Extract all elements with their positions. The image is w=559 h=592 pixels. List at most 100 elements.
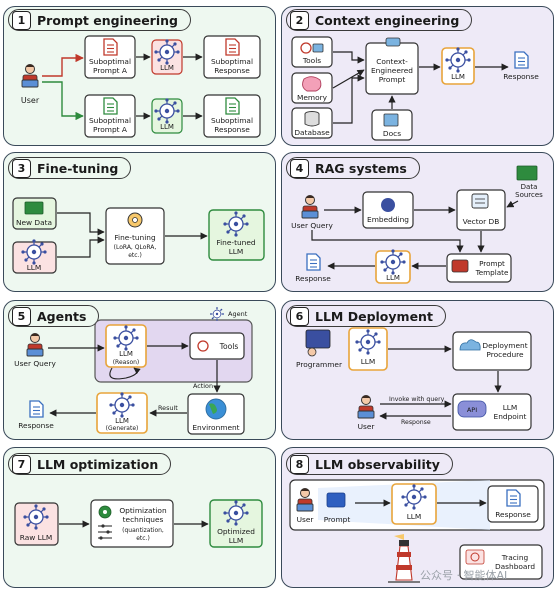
p3-finetuning-label: Fine-tuning bbox=[114, 233, 156, 242]
p4-embedding-label: Embedding bbox=[367, 215, 409, 224]
panel-number: 5 bbox=[12, 306, 31, 326]
p2-docs-label: Docs bbox=[383, 129, 401, 138]
panel-number: 4 bbox=[290, 158, 309, 178]
panel-title-text: LLM optimization bbox=[37, 456, 159, 472]
p8-user: User bbox=[296, 488, 314, 524]
p6-programmer-label: Programmer bbox=[296, 360, 343, 369]
p2-response: Response bbox=[503, 51, 539, 81]
p2-tools: Tools bbox=[291, 36, 333, 68]
p3-new-data-label: New Data bbox=[16, 218, 52, 227]
folder-icon bbox=[516, 165, 538, 181]
p5-llm-reason: LLM (Reason) bbox=[105, 324, 147, 368]
p8-prompt: Prompt bbox=[324, 492, 350, 524]
p5-reason-label: (Reason) bbox=[113, 359, 140, 366]
p2-memory-label: Memory bbox=[297, 93, 328, 102]
folder-icon bbox=[24, 201, 44, 215]
p5-response: Response bbox=[18, 400, 54, 430]
p2-arrow-memory bbox=[332, 69, 365, 89]
p8-response: Response bbox=[487, 485, 539, 523]
gear-icon bbox=[300, 42, 312, 54]
p6-user: User bbox=[357, 395, 375, 431]
p5-environment: Environment bbox=[187, 393, 245, 435]
p1-arrow-user-to-top bbox=[42, 53, 84, 77]
brain-icon bbox=[381, 198, 395, 212]
p6-llm-label: LLM bbox=[361, 357, 376, 366]
p8-llm: LLM bbox=[391, 483, 437, 525]
p5-result-label: Result bbox=[158, 404, 178, 412]
p5-llm-reason-label: LLM bbox=[119, 350, 133, 358]
p7-techniques-sub: (quantization,etc.) bbox=[122, 527, 164, 542]
panel-title-text: LLM Deployment bbox=[315, 308, 433, 324]
chat-bubble-icon bbox=[451, 259, 469, 273]
brain-memory-icon bbox=[302, 76, 322, 92]
p4-embedding: Embedding bbox=[362, 191, 414, 229]
docs-icon bbox=[383, 113, 399, 127]
p6-response-label: Response bbox=[401, 419, 431, 426]
programmer-icon bbox=[305, 329, 331, 349]
p1-llm-top-label: LLM bbox=[160, 64, 174, 72]
p2-database: Database bbox=[291, 107, 333, 139]
p5-environment-label: Environment bbox=[192, 423, 239, 432]
p4-response-label: Response bbox=[295, 274, 331, 283]
server-icon bbox=[471, 193, 489, 209]
p1-llm-top: LLM bbox=[151, 38, 183, 75]
p5-action-label: Action bbox=[193, 382, 213, 390]
p4-vector-db: Vector DB bbox=[456, 189, 506, 231]
p4-response: Response bbox=[295, 253, 331, 283]
panel-title-text: Fine-tuning bbox=[37, 160, 119, 176]
p7-raw-llm-label: Raw LLM bbox=[20, 533, 53, 542]
p6-llm: LLM bbox=[348, 327, 388, 371]
p6-invoke-label: Invoke with query bbox=[389, 396, 445, 403]
p3-arrow-llm bbox=[57, 236, 105, 258]
panel-number: 3 bbox=[12, 158, 31, 178]
chat-bubble-icon bbox=[326, 492, 346, 508]
p8-response-label: Response bbox=[495, 510, 531, 519]
p1-llm-bottom-label: LLM bbox=[160, 123, 174, 131]
p1-arrow-user-to-bottom bbox=[42, 81, 84, 121]
chat-bubble-icon bbox=[385, 37, 401, 47]
p3-finetuning: Fine-tuning (LoRA, QLoRA,etc.) bbox=[105, 207, 165, 265]
p4-llm: LLM bbox=[375, 248, 411, 284]
panel-title-text: Context engineering bbox=[315, 12, 460, 28]
p8-llm-label: LLM bbox=[407, 512, 422, 521]
panel-title-text: LLM observability bbox=[315, 456, 440, 472]
p1-llm-bottom: LLM bbox=[151, 97, 183, 134]
cloud-icon bbox=[459, 339, 481, 351]
p6-api-label: API bbox=[467, 406, 477, 414]
p5-agent-tag: Agent bbox=[209, 306, 248, 322]
p5-reason-loop-arrow bbox=[109, 367, 141, 380]
p2-database-label: Database bbox=[294, 128, 330, 137]
watermark: 公众号 · 智能体AI bbox=[420, 569, 508, 582]
p5-llm-generate: LLM (Generate) bbox=[96, 391, 148, 434]
p2-llm: LLM bbox=[441, 46, 475, 85]
panel-number: 1 bbox=[12, 10, 31, 30]
p2-arrow-database bbox=[333, 74, 365, 124]
